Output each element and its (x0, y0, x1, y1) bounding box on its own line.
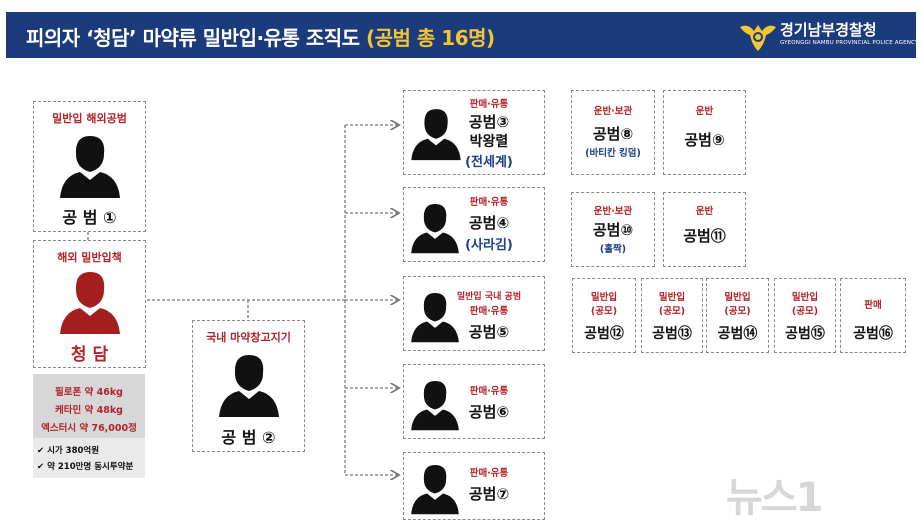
node-role: 밀반입 (658, 292, 686, 303)
person-silhouette-icon (411, 292, 459, 343)
node-accomplice-5: 밀반입 국내 공범 판매·유통 공범⑤ (403, 276, 545, 351)
node-accomplice-15: 밀반입 (공모) 공범⑮ (774, 278, 836, 353)
node-accomplice-1: 밀반입 해외공범 공 범 ① (33, 101, 146, 232)
node-accomplice-16: 판매 공범⑯ (840, 278, 906, 353)
node-role: 운반·보관 (593, 206, 633, 217)
node-accomplice-6: 판매·유통 공범⑥ (403, 364, 545, 439)
title-highlight: (공범 총 16명) (366, 26, 495, 50)
stat-ecstasy: 엑스터시 약 76,000정 (41, 423, 137, 434)
node-accomplice-12: 밀반입 (공모) 공범⑫ (572, 278, 636, 353)
person-silhouette-icon (219, 355, 279, 417)
logo-name: 경기남부경찰청 (780, 21, 877, 39)
person-silhouette-red-icon (60, 272, 120, 334)
person-silhouette-icon (411, 203, 459, 254)
node-name: 공범⑫ (584, 326, 624, 342)
check-doses: ✔ 약 210만명 동시투약분 (37, 462, 134, 472)
node-name: 공범⑤ (468, 323, 510, 341)
node-name: 공 범 ① (62, 208, 117, 227)
police-emblem-icon (740, 25, 776, 51)
node-accomplice-13: 밀반입 (공모) 공범⑬ (641, 278, 703, 353)
stat-ketamine: 케타민 약 48kg (55, 405, 123, 416)
node-alias: (홀짝) (599, 244, 627, 255)
node-name: 공범⑯ (853, 326, 893, 342)
node-name: 공범⑭ (717, 326, 758, 342)
node-name: 청 담 (70, 345, 109, 365)
node-role: 국내 마약창고지기 (206, 331, 291, 344)
node-name: 공범④ (468, 214, 510, 232)
node-role-2: (공모) (791, 306, 819, 317)
stat-meth: 필로폰 약 46kg (55, 387, 123, 398)
node-accomplice-3: 판매·유통 공범③ 박왕렬 (전세계) (403, 90, 545, 175)
node-role: 판매 (864, 300, 882, 311)
node-boss-cheongdam: 해외 밀반입책 청 담 (33, 240, 146, 368)
node-name: 공범⑮ (785, 326, 825, 342)
node-alias: (바티칸 킹덤) (585, 148, 641, 159)
seizure-stats: 필로폰 약 46kg 케타민 약 48kg 엑스터시 약 76,000정 ✔ 시… (33, 374, 145, 478)
node-role-2: (공모) (724, 306, 751, 317)
node-role: 밀반입 (724, 292, 751, 303)
node-alias: (전세계) (465, 155, 513, 170)
node-name: 공범⑪ (683, 227, 726, 245)
node-role-2: (공모) (590, 306, 618, 317)
node-role-2: 판매·유통 (469, 306, 509, 317)
node-role: 밀반입 (590, 292, 618, 303)
node-role: 판매·유통 (469, 197, 509, 208)
stats-summary: ✔ 시가 380억원 ✔ 약 210만명 동시투약분 (33, 438, 145, 478)
node-name: 공범⑨ (684, 131, 725, 149)
page-title: 피의자 ‘청담’ 마약류 밀반입·유통 조직도 (공범 총 16명) (26, 22, 495, 51)
person-silhouette-icon (411, 380, 459, 431)
node-role: 밀반입 (791, 292, 819, 303)
node-accomplice-14: 밀반입 (공모) 공범⑭ (706, 278, 769, 353)
person-silhouette-icon (60, 136, 120, 198)
node-accomplice-10: 운반·보관 공범⑩ (홀짝) (571, 192, 655, 267)
node-name: 공범⑦ (468, 485, 510, 503)
person-silhouette-icon (411, 464, 459, 515)
logo-subtitle: GYEONGGI NAMBU PROVINCIAL POLICE AGENCY (780, 40, 919, 46)
node-name: 공범⑥ (468, 403, 510, 421)
node-accomplice-7: 판매·유통 공범⑦ (403, 452, 545, 520)
node-accomplice-8: 운반·보관 공범⑧ (바티칸 킹덤) (571, 90, 655, 175)
watermark-text: 뉴스1 (726, 475, 823, 521)
node-role: 밀반입 국내 공범 (456, 292, 522, 302)
node-accomplice-2: 국내 마약창고지기 공 범 ② (192, 320, 305, 452)
check-street-value: ✔ 시가 380억원 (37, 446, 100, 456)
title-main: 피의자 ‘청담’ 마약류 밀반입·유통 조직도 (26, 26, 367, 50)
node-accomplice-9: 운반 공범⑨ (663, 90, 746, 175)
node-role: 판매·유통 (469, 386, 509, 397)
node-role: 운반 (695, 106, 714, 117)
node-accomplice-4: 판매·유통 공범④ (사라김) (403, 187, 545, 262)
police-logo: 경기남부경찰청 GYEONGGI NAMBU PROVINCIAL POLICE… (738, 17, 918, 53)
node-role: 밀반입 해외공범 (52, 112, 127, 125)
node-realname: 박왕렬 (469, 134, 509, 150)
node-alias: (사라김) (465, 238, 513, 253)
node-name: 공범⑩ (592, 221, 634, 239)
node-name: 공범③ (468, 113, 510, 131)
node-accomplice-11: 운반 공범⑪ (663, 192, 746, 267)
node-role: 운반 (695, 206, 714, 217)
node-role: 판매·유통 (469, 99, 509, 110)
header: 피의자 ‘청담’ 마약류 밀반입·유통 조직도 (공범 총 16명) 경기남부경… (0, 0, 922, 58)
person-silhouette-icon (411, 109, 461, 161)
node-role: 운반·보관 (593, 106, 633, 117)
node-name: 공범⑧ (592, 125, 634, 143)
node-role-2: (공모) (658, 306, 686, 317)
node-name: 공범⑬ (652, 326, 692, 342)
node-name: 공 범 ② (221, 428, 276, 447)
news1-watermark: 뉴스1 (726, 455, 916, 525)
node-role: 해외 밀반입책 (57, 251, 122, 264)
node-role: 판매·유통 (469, 468, 509, 479)
